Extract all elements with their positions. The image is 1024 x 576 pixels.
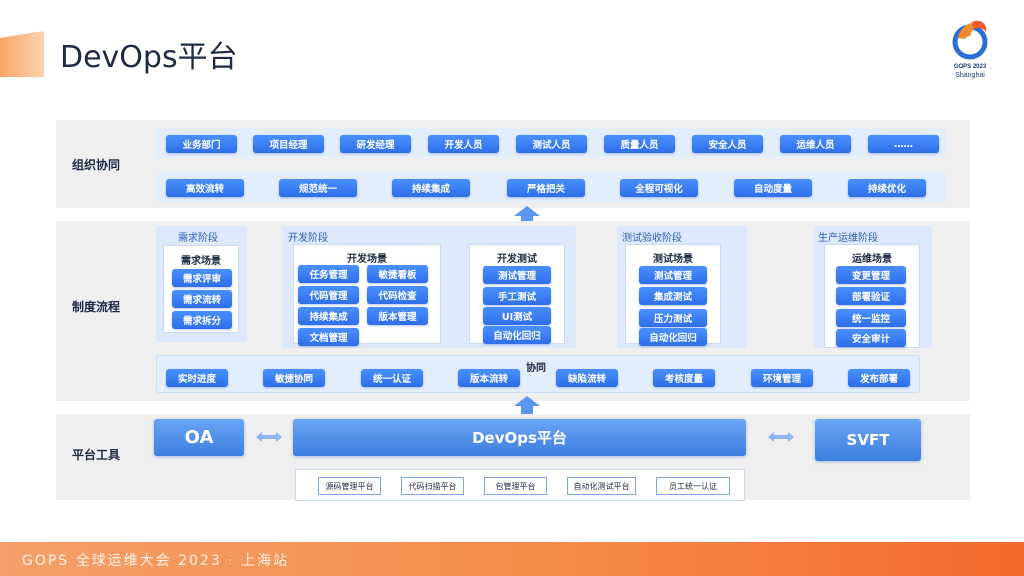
- principle-pill: 持续集成: [392, 179, 470, 197]
- dev-test-title: 开发测试: [497, 254, 537, 265]
- role-pill: 业务部门: [166, 135, 237, 153]
- tool-chip: 自动化测试平台: [567, 477, 636, 495]
- qa-item-pill: 集成测试: [639, 287, 707, 305]
- role-pill: 测试人员: [516, 135, 587, 153]
- oa-block: OA: [154, 419, 244, 456]
- qa-item-pill: 自动化回归: [639, 328, 707, 346]
- role-pill: 质量人员: [604, 135, 675, 153]
- process-band-label: 制度流程: [72, 300, 121, 314]
- org-band-label: 组织协同: [72, 158, 121, 172]
- page-title: DevOps平台: [60, 40, 238, 75]
- dev-scene-pill: 任务管理: [298, 265, 359, 283]
- dev-scene-pill: 代码检查: [367, 286, 428, 304]
- svft-block: SVFT: [815, 419, 921, 461]
- principle-pill: 持续优化: [848, 179, 926, 197]
- tool-chip: 代码扫描平台: [401, 477, 464, 495]
- dev-test-pill: 测试管理: [483, 266, 551, 284]
- tool-chip: 源码管理平台: [318, 477, 381, 495]
- logo-brand-text: GOPS 2023: [953, 64, 987, 70]
- dev-scene-title: 开发场景: [347, 254, 387, 265]
- collab-pill: 环境管理: [751, 369, 813, 387]
- req-item-pill: 需求评审: [172, 269, 232, 287]
- dev-test-pill: 手工测试: [483, 287, 551, 305]
- role-pill: 安全人员: [692, 135, 763, 153]
- dev-test-pill: 自动化回归: [483, 326, 551, 344]
- dev-scene-pill: 代码管理: [298, 286, 359, 304]
- gops-logo: GOPS 2023 Shanghai: [944, 18, 996, 84]
- req-scene-title: 需求场景: [181, 256, 221, 267]
- ops-stage-title: 生产运维阶段: [818, 233, 878, 244]
- ops-item-pill: 安全审计: [836, 329, 906, 347]
- footer-banner: GOPS 全球运维大会 2023 · 上海站: [0, 542, 1024, 576]
- tool-chip: 员工统一认证: [656, 477, 730, 495]
- ops-item-pill: 变更管理: [836, 266, 906, 284]
- footer-text: GOPS 全球运维大会 2023 · 上海站: [22, 553, 290, 569]
- up-arrow-icon: [514, 206, 540, 226]
- qa-scene-title: 测试场景: [653, 254, 693, 265]
- role-pill: 运维人员: [780, 135, 851, 153]
- ops-item-pill: 部署验证: [836, 287, 906, 305]
- principle-pill: 全程可视化: [620, 179, 698, 197]
- collab-pill: 缺陷流转: [556, 369, 618, 387]
- tool-chip: 包管理平台: [484, 477, 547, 495]
- principle-pill: 自动度量: [734, 179, 812, 197]
- platform-band-label: 平台工具: [72, 448, 121, 462]
- up-arrow-icon: [514, 396, 540, 416]
- collab-pill: 实时进度: [166, 369, 228, 387]
- principle-pill: 高效流转: [166, 179, 244, 197]
- dev-scene-pill: 版本管理: [367, 307, 428, 325]
- dev-stage-title: 开发阶段: [288, 233, 328, 244]
- ops-scene-title: 运维场景: [852, 254, 892, 265]
- dev-scene-pill: 持续集成: [298, 307, 359, 325]
- req-item-pill: 需求流转: [172, 290, 232, 308]
- collab-pill: 统一认证: [361, 369, 423, 387]
- title-accent-shape: [0, 31, 44, 77]
- qa-stage-title: 测试验收阶段: [622, 233, 682, 244]
- req-item-pill: 需求拆分: [172, 311, 232, 329]
- double-arrow-icon: [256, 432, 282, 442]
- collab-pill: 版本流转: [458, 369, 520, 387]
- devops-platform-block: DevOps平台: [293, 419, 746, 456]
- role-pill: 项目经理: [253, 135, 324, 153]
- role-pill-more: ……: [868, 135, 939, 153]
- logo-city-text: Shanghai: [955, 72, 985, 79]
- ops-item-pill: 统一监控: [836, 309, 906, 327]
- double-arrow-icon: [768, 432, 794, 442]
- dev-test-pill: UI测试: [483, 307, 551, 325]
- role-pill: 研发经理: [340, 135, 411, 153]
- qa-item-pill: 测试管理: [639, 266, 707, 284]
- dev-scene-pill: 敏捷看板: [367, 265, 428, 283]
- req-stage-title: 需求阶段: [178, 233, 218, 244]
- dev-scene-pill: 文档管理: [298, 328, 359, 346]
- principle-pill: 规范统一: [279, 179, 357, 197]
- role-pill: 开发人员: [428, 135, 499, 153]
- collab-title: 协同: [526, 363, 546, 374]
- collab-pill: 发布部署: [848, 369, 910, 387]
- collab-pill: 考核度量: [653, 369, 715, 387]
- qa-item-pill: 压力测试: [639, 309, 707, 327]
- collab-pill: 敏捷协同: [263, 369, 325, 387]
- gops-logo-icon: [952, 20, 988, 60]
- principle-pill: 严格把关: [507, 179, 585, 197]
